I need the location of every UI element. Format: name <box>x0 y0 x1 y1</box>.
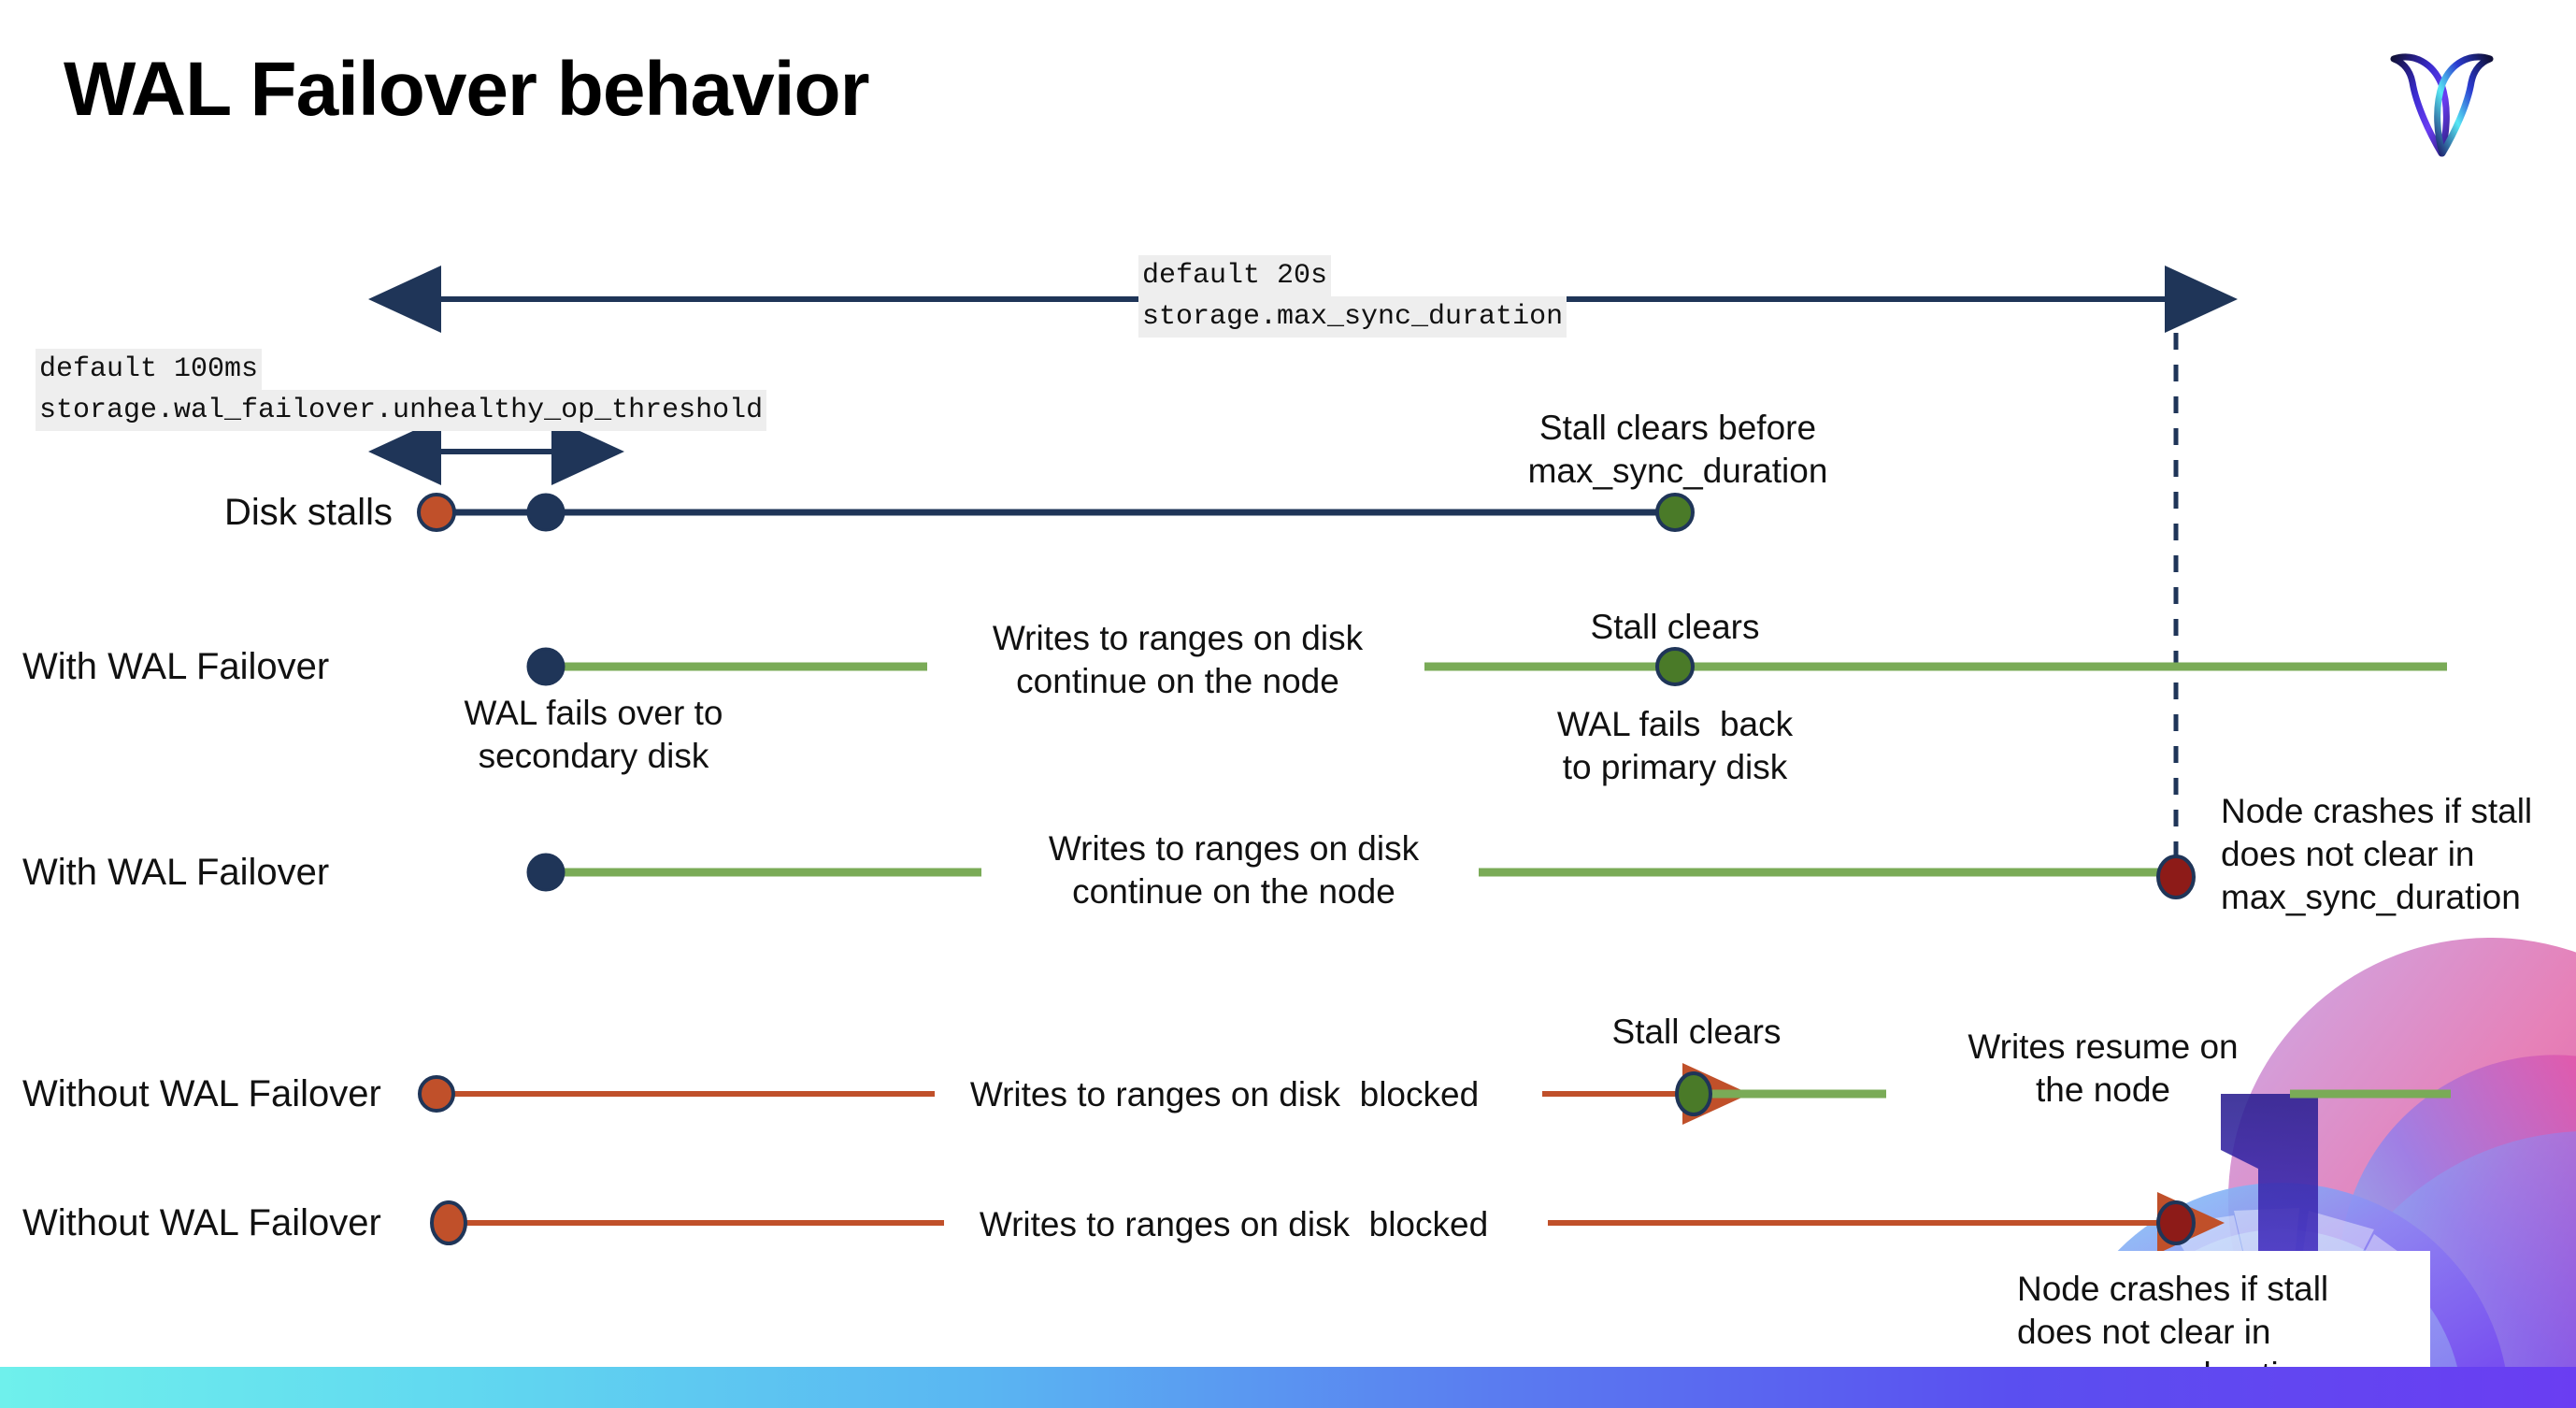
row-label-with-wal-failover-2: With WAL Failover <box>22 852 330 893</box>
annotation-wal-fails-over-line2: secondary disk <box>478 737 709 775</box>
unhealthy-threshold-setting-name: storage.wal_failover.unhealthy_op_thresh… <box>36 390 767 431</box>
annotation-wal-fails-back-line1: WAL fails back <box>1556 705 1794 743</box>
marker-failover-trigger <box>526 493 565 532</box>
row-label-without-wal-failover-2: Without WAL Failover <box>22 1202 381 1243</box>
annotation-stall-clears-before: Stall clears before <box>1538 409 1817 447</box>
unhealthy-threshold-default-label: default 100ms <box>36 349 263 390</box>
annotation-max-sync-duration: max_sync_duration <box>1527 452 1828 490</box>
annotation-wal-fails-over-line1: WAL fails over to <box>464 694 723 732</box>
annotation-writes-resume-line1: Writes resume on <box>1968 1027 2239 1066</box>
max-sync-default-label: default 20s <box>1138 255 1332 296</box>
marker-wal-failover-start <box>526 853 565 892</box>
marker-stall-clears <box>1675 1071 1712 1116</box>
cockroachdb-logo-icon <box>2388 28 2496 168</box>
annotation-node-crashes-row5-line2: does not clear in <box>2017 1313 2271 1351</box>
annotation-node-crashes-row5-line1: Node crashes if stall <box>2017 1270 2329 1308</box>
annotation-stall-clears-row2: Stall clears <box>1590 608 1760 646</box>
row-label-disk-stalls: Disk stalls <box>223 492 393 533</box>
annotation-writes-continue-line1: Writes to ranges on disk <box>992 619 1364 657</box>
annotation-wal-fails-back-line2: to primary disk <box>1562 748 1788 786</box>
max-sync-setting-name: storage.max_sync_duration <box>1138 296 1567 338</box>
annotation-node-crashes-row3-line2: does not clear in <box>2221 835 2475 873</box>
annotation-node-crashes-row3-line1: Node crashes if stall <box>2221 792 2533 830</box>
marker-node-crash <box>2156 1200 2196 1245</box>
row-label-without-wal-failover-1: Without WAL Failover <box>22 1073 381 1114</box>
annotation-writes-blocked-row4: Writes to ranges on disk blocked <box>969 1075 1480 1113</box>
annotation-stall-clears-row4: Stall clears <box>1611 1013 1782 1051</box>
timeline-row-without-wal-failover-crash <box>430 1192 2225 1254</box>
row-label-with-wal-failover-1: With WAL Failover <box>22 646 330 687</box>
marker-stall-clears <box>1655 493 1695 532</box>
marker-wal-failover-start <box>526 647 565 686</box>
marker-node-crash <box>2156 855 2196 899</box>
timeline-row-with-wal-failover-crash <box>526 853 2196 899</box>
annotation-writes-blocked-row5: Writes to ranges on disk blocked <box>979 1205 1489 1243</box>
bottom-gradient-bar <box>0 1367 2576 1408</box>
annotation-writes-continue-line2: continue on the node <box>1016 662 1339 700</box>
annotation-writes-continue-row3-line1: Writes to ranges on disk <box>1048 829 1420 868</box>
marker-writes-blocked-start <box>418 1075 455 1113</box>
marker-disk-stall-start <box>417 493 456 532</box>
timeline-row-with-wal-failover-recovers <box>526 647 2447 686</box>
annotation-node-crashes-row3-line3: max_sync_duration <box>2221 878 2521 916</box>
annotation-writes-continue-row3-line2: continue on the node <box>1072 872 1395 911</box>
marker-writes-blocked-start <box>430 1200 467 1245</box>
timeline-row-disk-stalls <box>417 493 1695 532</box>
marker-wal-fails-back <box>1655 647 1695 686</box>
annotation-writes-resume-line2: the node <box>2035 1070 2171 1109</box>
timeline-row-without-wal-failover-recovers <box>418 1063 2451 1125</box>
page-title: WAL Failover behavior <box>64 47 870 132</box>
